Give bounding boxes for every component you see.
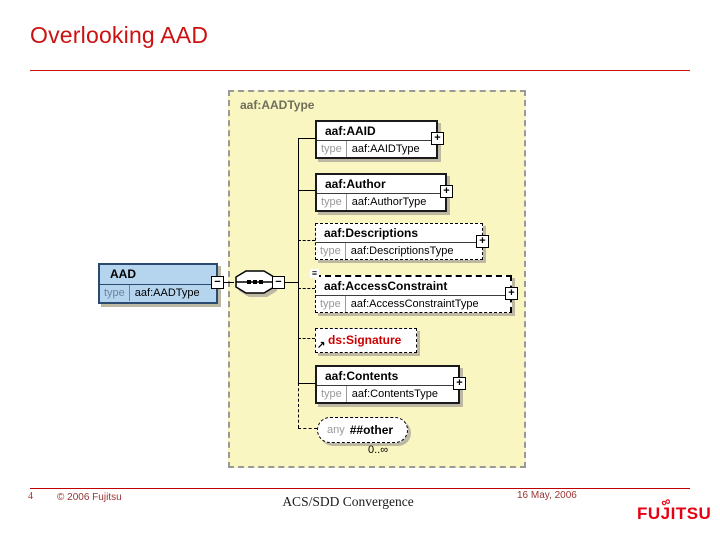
element-type-row: type aaf:AccessConstraintType: [316, 296, 510, 312]
connector-line: [298, 428, 317, 429]
element-name: AAD: [100, 265, 216, 285]
expand-plus-icon[interactable]: +: [476, 235, 489, 248]
element-name: aaf:Contents: [317, 367, 458, 386]
type-value: aaf:AuthorType: [351, 196, 427, 208]
type-label: type: [316, 243, 346, 259]
connector-line: [298, 383, 315, 384]
connector-line: [298, 138, 299, 383]
element-name: aaf:AccessConstraint: [316, 277, 510, 296]
attributes-icon: ≡: [310, 268, 319, 278]
sequence-icon: [235, 270, 277, 297]
connector-line: [298, 240, 315, 241]
type-label: type: [317, 386, 347, 402]
type-value: aaf:DescriptionsType: [350, 245, 454, 257]
element-box-signature: ds:Signature: [315, 328, 417, 353]
page-title: Overlooking AAD: [30, 22, 209, 48]
element-type-row: type aaf:AAIDType: [317, 141, 436, 157]
element-box-aaid: aaf:AAID type aaf:AAIDType: [315, 120, 438, 159]
element-name: ds:Signature: [328, 333, 402, 347]
copyright-text: © 2006 Fujitsu: [57, 492, 122, 503]
title-underline: [30, 70, 690, 71]
container-label: aaf:AADType: [240, 98, 315, 112]
wildcard-name: ##other: [349, 423, 394, 437]
wildcard-element-box: any ##other: [317, 417, 408, 443]
logo-text: FUJITSU: [637, 504, 712, 523]
fujitsu-logo: ∞ FUJITSU: [637, 493, 712, 524]
type-value: aaf:AAIDType: [351, 143, 420, 155]
element-name: aaf:Descriptions: [316, 224, 482, 243]
connector-line: [298, 288, 315, 289]
type-label: type: [317, 194, 347, 210]
footer-date: 16 May, 2006: [517, 490, 577, 501]
element-type-row: type aaf:AADType: [100, 285, 216, 301]
type-label: type: [100, 285, 130, 301]
expand-plus-icon[interactable]: +: [440, 185, 453, 198]
element-type-row: type aaf:AuthorType: [317, 194, 445, 210]
element-name: aaf:AAID: [317, 122, 436, 141]
type-value: aaf:AccessConstraintType: [350, 298, 479, 310]
connector-line: [298, 190, 315, 191]
collapse-minus-icon[interactable]: −: [211, 276, 224, 289]
expand-plus-icon[interactable]: +: [431, 132, 444, 145]
connector-line: [298, 338, 315, 339]
element-box-accessconstraint: aaf:AccessConstraint type aaf:AccessCons…: [315, 275, 512, 313]
type-label: type: [316, 296, 346, 312]
connector-line: [298, 383, 299, 428]
root-element-box-aad: AAD type aaf:AADType: [98, 263, 218, 304]
element-name: aaf:Author: [317, 175, 445, 194]
element-type-row: type aaf:ContentsType: [317, 386, 458, 402]
cardinality-label: 0..∞: [368, 444, 389, 456]
type-value: aaf:ContentsType: [351, 388, 439, 400]
element-box-author: aaf:Author type aaf:AuthorType: [315, 173, 447, 212]
connector-line: [298, 138, 315, 139]
footer-rule: [30, 488, 690, 489]
expand-plus-icon[interactable]: +: [505, 287, 518, 300]
collapse-minus-icon[interactable]: −: [272, 276, 285, 289]
type-label: type: [317, 141, 347, 157]
reference-arrow-icon: ↗: [317, 340, 326, 351]
element-box-descriptions: aaf:Descriptions type aaf:DescriptionsTy…: [315, 223, 483, 260]
connector-line: [285, 282, 298, 283]
expand-plus-icon[interactable]: +: [453, 377, 466, 390]
type-value: aaf:AADType: [134, 287, 200, 299]
any-label: any: [327, 424, 345, 436]
page-number: 4: [28, 491, 33, 502]
connector-line: [224, 282, 234, 283]
footer-center-text: ACS/SDD Convergence: [282, 494, 414, 509]
element-type-row: type aaf:DescriptionsType: [316, 243, 482, 259]
element-box-contents: aaf:Contents type aaf:ContentsType: [315, 365, 460, 404]
